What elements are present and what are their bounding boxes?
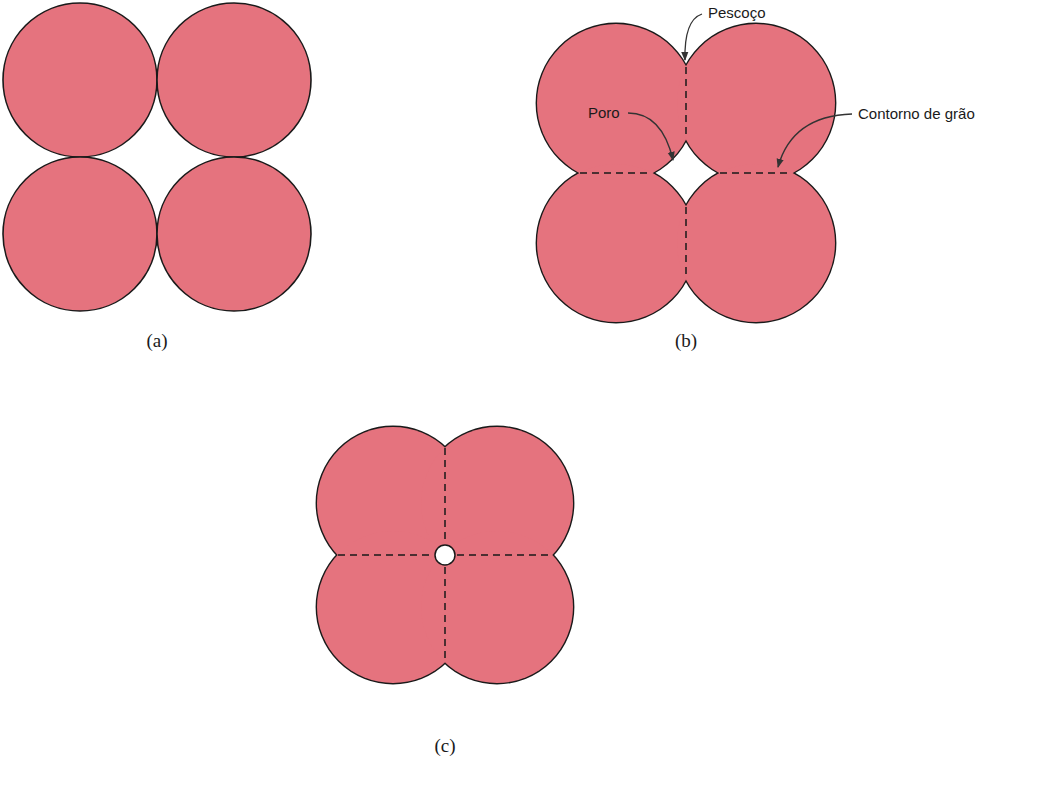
particles-a <box>3 3 311 311</box>
particle <box>3 3 157 157</box>
particle <box>3 157 157 311</box>
particle <box>677 164 835 322</box>
callout-label: Pescoço <box>708 4 766 22</box>
grain-boundary <box>444 567 446 662</box>
grain-boundary <box>457 554 552 556</box>
particle-outline <box>677 164 835 322</box>
particle <box>421 531 573 683</box>
particle <box>537 164 695 322</box>
figure-letter: (b) <box>675 330 697 353</box>
leader-arrow <box>628 113 673 160</box>
callout-label: Contorno de grão <box>858 105 975 123</box>
pore <box>435 545 455 565</box>
particle-outline <box>677 24 835 182</box>
particle-outline <box>537 24 695 182</box>
callout-label: Poro <box>588 104 620 122</box>
particle-outline <box>421 531 573 683</box>
grain-boundary <box>685 207 687 279</box>
figure-letter: (a) <box>146 330 167 353</box>
grain-boundary <box>444 448 446 543</box>
particle <box>537 24 695 182</box>
grain-boundary <box>338 554 433 556</box>
figure-letter: (c) <box>434 735 455 758</box>
leader-arrow <box>685 14 702 60</box>
grain-boundary <box>685 67 687 139</box>
particle-outline <box>537 164 695 322</box>
particle <box>157 157 311 311</box>
particles-b <box>537 14 852 322</box>
leader-arrow <box>778 114 852 167</box>
particles-c <box>317 427 573 683</box>
particle <box>157 3 311 157</box>
grain-boundary <box>580 172 652 174</box>
grain-boundary <box>720 172 792 174</box>
particle <box>677 24 835 182</box>
